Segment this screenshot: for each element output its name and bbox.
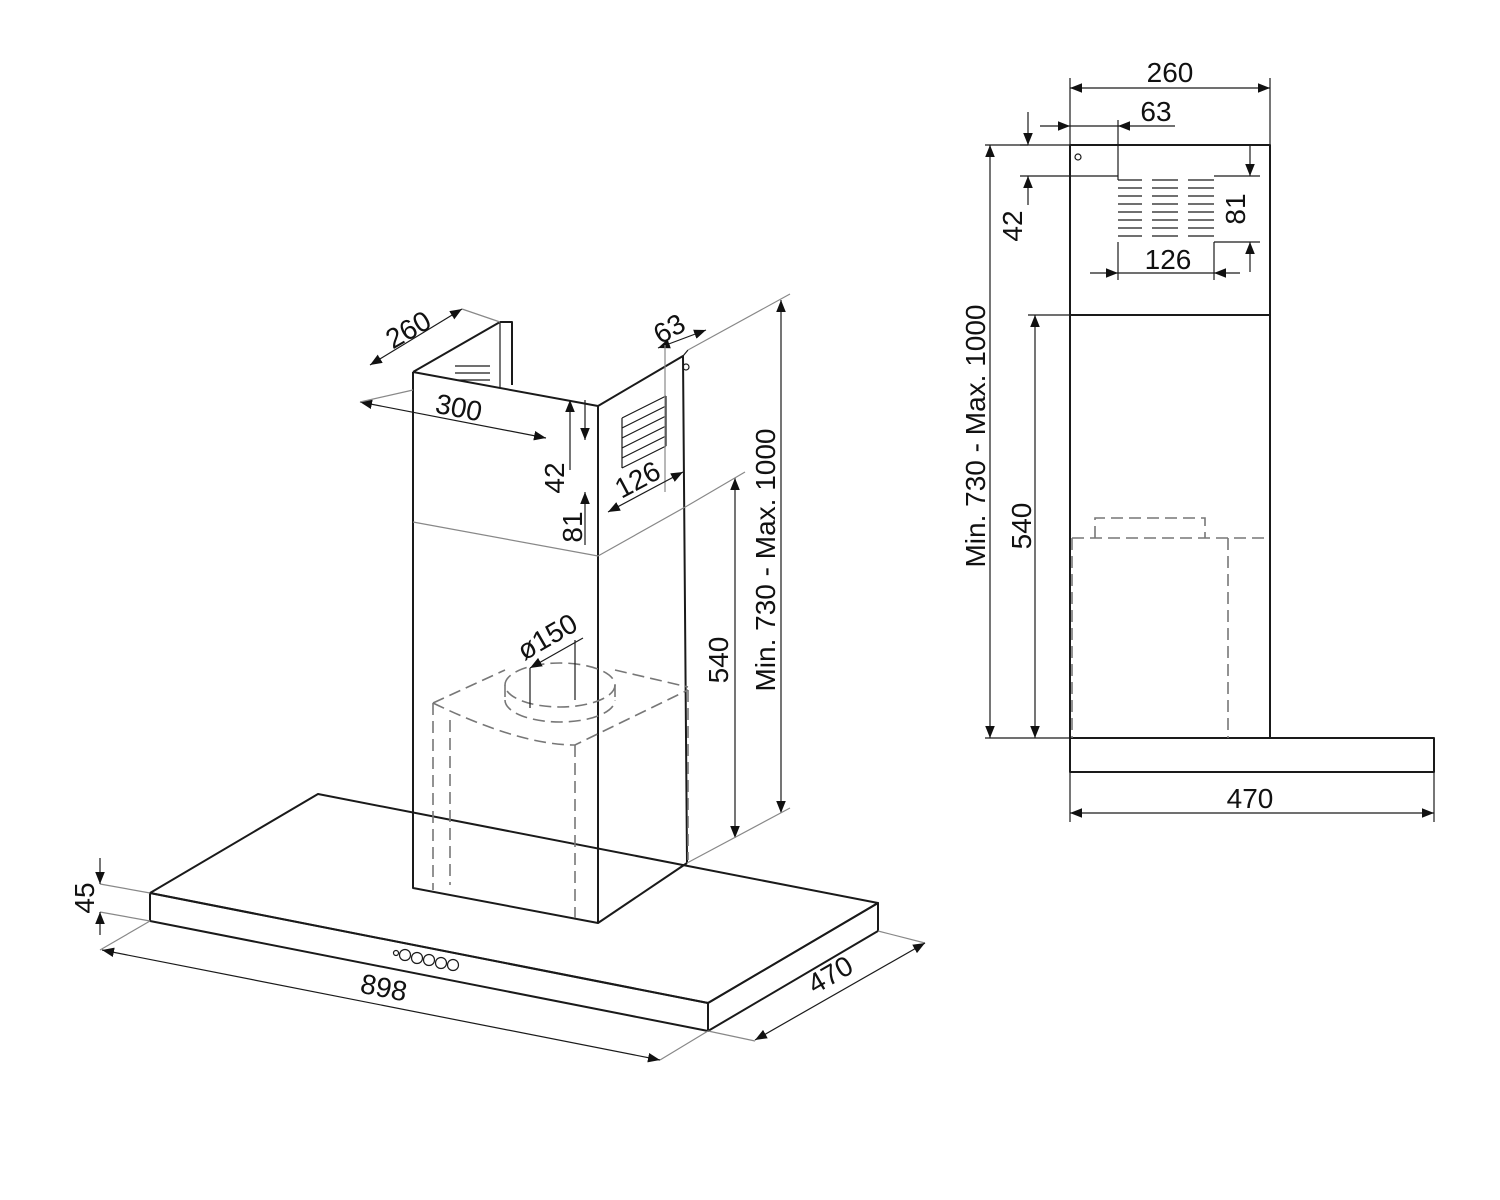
side-view-vent-grille [1118,179,1214,237]
dim-side-outlet-width: 126 [1090,242,1240,280]
dim-side-outlet-top: 42 [997,112,1118,242]
dim-label: 540 [703,637,734,684]
dim-side-outlet-height: 81 [1214,145,1260,272]
dim-label: 63 [1140,96,1171,127]
dim-iso-outlet-top: 42 [539,400,590,494]
dim-label: 540 [1006,503,1037,550]
canopy [149,793,879,1032]
chimney [412,321,690,924]
dim-iso-chimney-depth: 300 [359,388,547,441]
dim-label: 260 [1147,57,1194,88]
dim-side-lower-chimney: 540 [1006,314,1070,738]
motor-housing-hidden [432,662,689,918]
dim-label: 45 [69,882,100,913]
dim-label: Min. 730 - Max. 1000 [750,428,781,691]
dim-label: Min. 730 - Max. 1000 [960,304,991,567]
dim-label: 126 [610,455,666,504]
rear-vent-slots [455,365,490,381]
dim-iso-canopy-thickness: 45 [69,858,151,935]
dim-iso-outlet-width: 126 [607,455,684,513]
dim-label: 81 [557,511,588,542]
dim-iso-canopy-width: 898 [99,920,709,1063]
side-canopy [1069,737,1435,773]
dim-iso-outlet-height: 81 [557,492,590,545]
dim-iso-chimney-width: 260 [369,305,501,366]
lower-chimney [1069,314,1271,739]
dim-iso-canopy-depth: 470 [707,930,926,1042]
dim-iso-outlet-offset: 63 [648,308,707,492]
dim-label: 300 [433,388,485,427]
dim-side-total-height: Min. 730 - Max. 1000 [960,144,1070,739]
dim-side-chimney-width: 260 [1069,57,1271,145]
isometric-view: 260 300 63 42 81 126 [69,293,926,1063]
dim-iso-lower-chimney: 540 [686,471,746,838]
dim-label: ø150 [512,607,583,666]
side-vent-slots [621,395,667,469]
dim-label: 470 [802,950,858,1000]
dim-label: 81 [1220,193,1251,224]
dim-side-canopy-depth: 470 [1069,772,1435,822]
dim-label: 126 [1145,244,1192,275]
side-view: 260 63 42 81 [960,57,1435,822]
dim-side-outlet-offset: 63 [1040,96,1175,180]
dim-label: 63 [648,308,690,350]
dim-label: 42 [997,210,1028,241]
dim-label: 260 [380,305,436,355]
dim-label: 470 [1227,783,1274,814]
side-motor-hidden [1071,517,1268,738]
dim-label: 42 [539,462,570,493]
dim-iso-duct-diameter: ø150 [512,607,584,708]
dim-iso-total-height: Min. 730 - Max. 1000 [686,293,791,864]
upper-chimney [1069,144,1271,316]
